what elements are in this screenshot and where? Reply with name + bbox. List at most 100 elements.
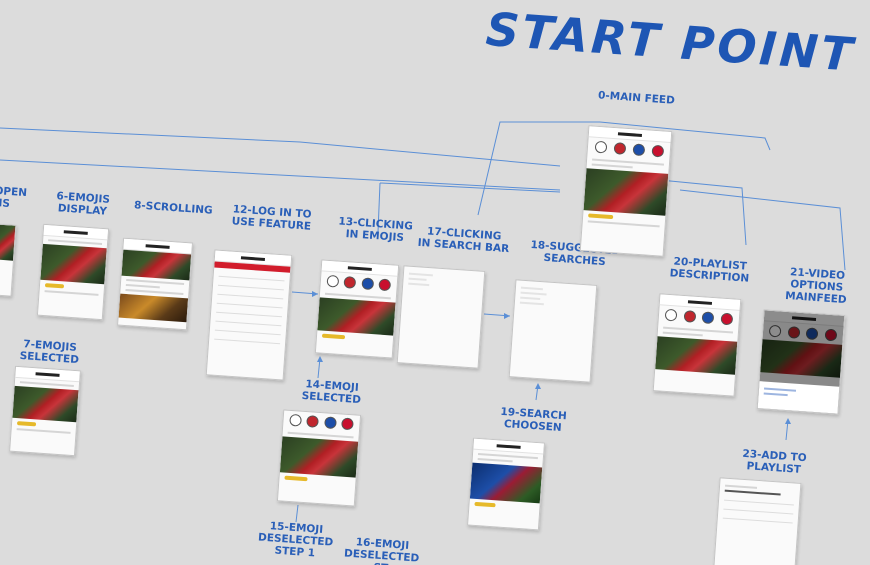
text-line — [591, 163, 633, 169]
team-badge-icon — [326, 274, 340, 288]
emoji-bar — [588, 213, 613, 220]
step-label-6: 6-EMOJIS DISPLAY — [56, 190, 111, 218]
app-header — [43, 224, 109, 241]
app-header — [473, 438, 544, 455]
video-thumbnail — [121, 249, 192, 281]
screen-emojis-display — [36, 223, 110, 321]
team-badges — [283, 410, 360, 433]
screen-video-options — [756, 309, 846, 415]
step-label-21: 21-VIDEO OPTIONS MAINFEED — [784, 266, 848, 307]
arrow-head-19 — [535, 383, 541, 389]
video-thumbnail — [469, 462, 543, 504]
team-badge-icon — [361, 277, 374, 291]
text-line — [44, 290, 99, 296]
team-badge-icon — [720, 312, 734, 326]
connector-main-branch — [477, 121, 600, 216]
video-thumbnail — [0, 224, 16, 261]
text-line — [520, 286, 544, 291]
step-label-16: 16-EMOJI DESELECTED ST — [343, 536, 420, 565]
arrow-head-23 — [785, 418, 791, 424]
form-field — [722, 512, 794, 524]
app-logo — [63, 229, 88, 235]
connector-15-up — [295, 504, 299, 523]
app-logo — [347, 265, 372, 271]
text-line — [16, 427, 71, 434]
text-line — [477, 457, 513, 463]
screen-emoji-selected — [276, 409, 362, 507]
text-line — [587, 220, 660, 228]
screen-search-bar — [396, 265, 486, 369]
arrow-head-14 — [317, 356, 323, 362]
team-badge-icon — [594, 140, 607, 154]
step-label-19: 19-SEARCH CHOOSEN — [500, 405, 568, 434]
team-badge-icon — [701, 311, 715, 325]
text-line — [520, 296, 541, 301]
step-label-23: 23-ADD TO PLAYLIST — [742, 447, 808, 476]
step-label-15: 15-EMOJI DESELECTED STEP 1 — [257, 520, 334, 560]
video-thumbnail — [279, 436, 359, 478]
screen-search-chosen — [467, 437, 545, 531]
team-badge-icon — [632, 143, 645, 157]
screen-clicking-emojis — [314, 259, 400, 359]
video-thumbnail — [40, 243, 107, 285]
video-thumbnail — [655, 336, 738, 375]
emoji-bar — [284, 475, 308, 482]
app-logo — [496, 443, 521, 449]
team-badge-icon — [341, 417, 355, 431]
connector-main-to-21 — [679, 189, 846, 271]
connector-13-down — [377, 182, 381, 233]
text-line — [662, 331, 703, 337]
team-badge-icon — [288, 413, 302, 427]
option-line — [763, 392, 788, 396]
team-badge-icon — [650, 144, 664, 158]
connector-top-right — [599, 121, 771, 151]
emoji-bar — [16, 420, 37, 427]
video-thumbnail — [118, 293, 189, 323]
app-logo — [687, 299, 713, 305]
app-header — [15, 366, 80, 383]
screen-playlist-description — [652, 293, 742, 397]
app-logo — [35, 371, 60, 377]
screen-scrolling — [117, 237, 193, 331]
screen-login — [205, 249, 293, 381]
connector-main-to-20 — [659, 179, 747, 246]
video-thumbnail — [12, 385, 79, 423]
step-label-7: 7-EMOJIS SELECTED — [19, 338, 80, 367]
video-thumbnail — [317, 297, 396, 336]
text-line — [408, 277, 427, 281]
app-logo — [240, 255, 266, 261]
team-badge-icon — [683, 310, 697, 323]
connector-13-up — [379, 182, 561, 193]
emoji-bar — [474, 501, 496, 508]
form-field — [214, 333, 281, 345]
app-logo — [145, 243, 170, 249]
text-line — [519, 301, 544, 306]
text-line — [408, 282, 430, 287]
text-line — [408, 272, 433, 277]
emoji-bar — [321, 333, 345, 340]
emoji-bar — [44, 283, 65, 289]
team-badge-icon — [664, 308, 678, 322]
text-line — [125, 283, 160, 289]
step-label-open: OPEN NS — [0, 184, 28, 210]
connector-main-mid — [0, 159, 561, 191]
text-line — [725, 484, 758, 489]
screen-emojis-selected — [9, 365, 81, 457]
text-line — [520, 291, 547, 296]
options-sheet — [757, 380, 840, 414]
option-line — [764, 387, 797, 392]
screen-add-to-playlist — [712, 477, 802, 565]
step-label-14: 14-EMOJI SELECTED — [301, 378, 362, 407]
app-logo — [617, 131, 643, 137]
team-badge-icon — [613, 142, 626, 155]
team-badge-icon — [378, 278, 392, 292]
screen-suggested-searches — [508, 279, 598, 383]
step-label-13: 13-CLICKING IN EMOJIS — [338, 215, 414, 245]
arrow-head-18 — [504, 313, 510, 319]
connector-main-top — [0, 127, 561, 167]
team-badge-icon — [323, 416, 337, 430]
screen-main-feed — [579, 125, 673, 257]
arrow-head-13 — [312, 291, 318, 297]
